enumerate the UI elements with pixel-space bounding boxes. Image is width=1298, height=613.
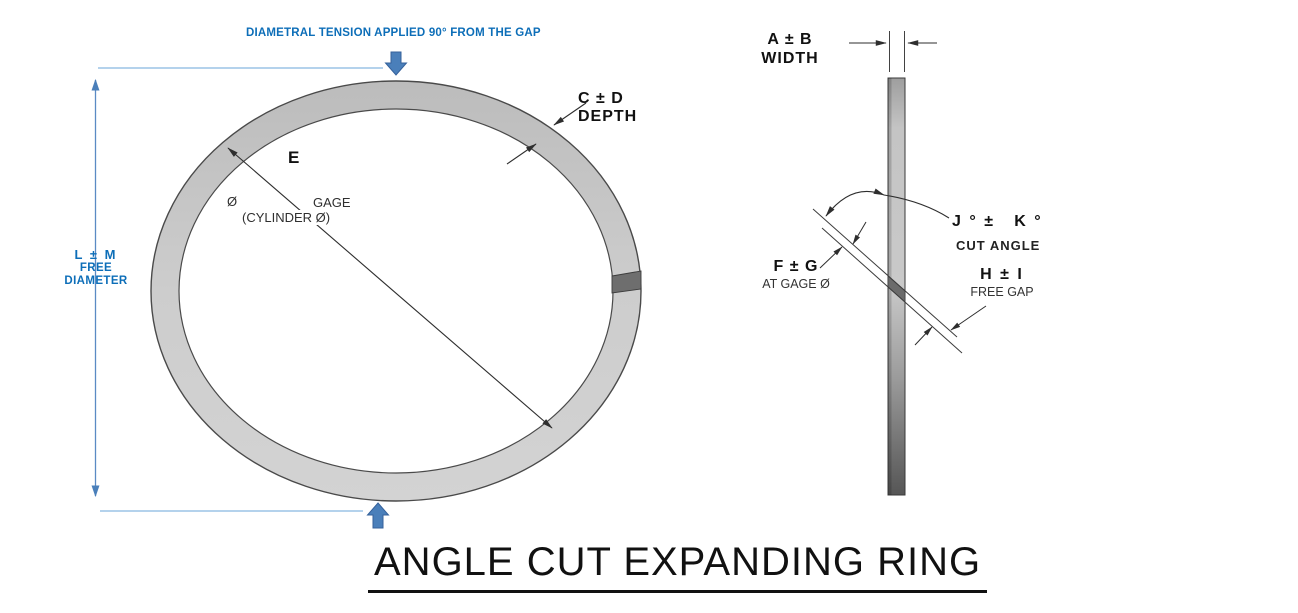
- free-gap-leader-upper: [950, 305, 987, 331]
- cylinder-diameter-label: (CYLINDER Ø): [240, 210, 333, 225]
- cut-angle-arc: [825, 188, 885, 217]
- free-diameter-word1: FREE: [79, 262, 113, 274]
- page-title: ANGLE CUT EXPANDING RING: [368, 540, 988, 593]
- diameter-symbol: Ø: [227, 194, 238, 209]
- free-gap-leader-lower: [914, 326, 933, 346]
- cut-line-lower: [821, 227, 963, 354]
- tension-note: DIAMETRAL TENSION APPLIED 90° FROM THE G…: [246, 27, 541, 39]
- free-gap-word: FREE GAP: [970, 285, 1034, 299]
- at-gage-label: F ± G AT GAGE Ø: [740, 258, 852, 291]
- depth-label: C ± D DEPTH: [578, 90, 637, 126]
- depth-dim: C ± D: [578, 90, 624, 107]
- depth-word: DEPTH: [578, 108, 638, 125]
- ring-gap-cut: [611, 270, 642, 294]
- gage-label: GAGE: [311, 195, 353, 210]
- free-gap-label: H ± I FREE GAP: [952, 266, 1052, 299]
- cut-angle-leader: [883, 194, 950, 219]
- width-label: A ± B WIDTH: [752, 30, 828, 68]
- at-gage-word: AT GAGE Ø: [762, 277, 830, 291]
- at-gage-leader-lower: [819, 246, 843, 269]
- depth-leader-inner: [506, 143, 537, 165]
- width-dim: A ± B: [767, 31, 813, 48]
- tension-arrow-up-icon: [366, 502, 390, 529]
- cut-line-upper: [812, 208, 958, 338]
- depth-leader-outer: [553, 102, 587, 126]
- free-diameter-label: L ± M FREE DIAMETER: [38, 247, 154, 288]
- at-gage-dim: F ± G: [773, 258, 819, 275]
- free-gap-dim: H ± I: [980, 266, 1024, 283]
- tension-arrow-down-icon: [384, 51, 408, 76]
- ring-inner-edge: [178, 108, 614, 474]
- gage-diameter-line: [227, 147, 553, 429]
- free-diameter-word2: DIAMETER: [64, 275, 128, 287]
- at-gage-leader-upper: [852, 221, 867, 245]
- gage-point-label: E: [288, 148, 300, 167]
- cut-angle-dim: J ° ± K °: [952, 213, 1043, 230]
- free-diameter-dim: L ± M: [74, 247, 118, 262]
- width-word: WIDTH: [761, 50, 819, 67]
- cut-angle-label: CUT ANGLE: [956, 238, 1041, 253]
